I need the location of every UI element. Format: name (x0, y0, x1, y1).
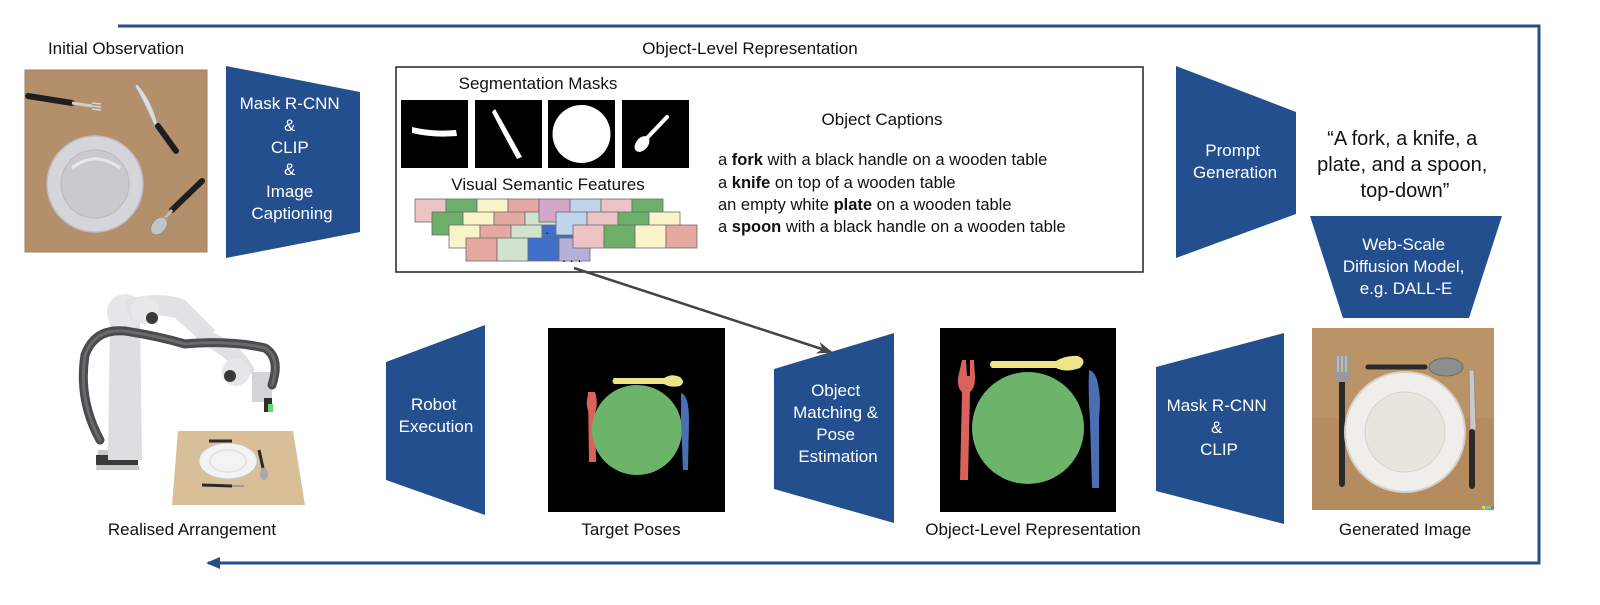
target-poses-image (548, 328, 725, 512)
caption-prefix: an empty white (718, 196, 834, 214)
diffusion-block-text: Web-Scale Diffusion Model, e.g. DALL-E (1343, 235, 1469, 298)
prompt-text-line: “A fork, a knife, a (1327, 128, 1478, 150)
matching-line: Estimation (798, 447, 877, 466)
object-captions-label: Object Captions (822, 110, 943, 129)
feature-cell (665, 224, 698, 249)
spoon-object (1365, 357, 1464, 377)
prompt-text-line: plate, and a spoon, (1317, 154, 1487, 176)
detection-line: Mask R-CNN (240, 94, 340, 113)
prompt-generation-block: Prompt Generation (1176, 66, 1296, 258)
prompt-text-line: top-down” (1361, 180, 1450, 202)
features-ellipsis-middle: . (545, 221, 549, 237)
caption-line: a knife on top of a wooden table (718, 174, 956, 192)
detection-bottom-line: & (1211, 418, 1223, 437)
robot-line: Execution (399, 417, 474, 436)
detection-block-text: Mask R-CNN & CLIP & Image Captioning (240, 94, 345, 223)
mask-fork (401, 100, 468, 168)
robot-line: Robot (411, 395, 457, 414)
feature-cell (527, 237, 560, 262)
diffusion-line: Diffusion Model, (1343, 257, 1465, 276)
caption-object: fork (732, 151, 764, 169)
detection-bottom-text: Mask R-CNN & CLIP (1167, 396, 1272, 459)
prompt-block-text: Prompt Generation (1193, 141, 1277, 182)
caption-suffix: with a black handle on a wooden table (781, 218, 1065, 236)
detection-line: Captioning (251, 204, 332, 223)
diffusion-model-block: Web-Scale Diffusion Model, e.g. DALL-E (1310, 216, 1502, 318)
caption-suffix: on top of a wooden table (770, 174, 955, 192)
caption-line: a fork with a black handle on a wooden t… (718, 151, 1047, 169)
plate-object (46, 135, 144, 233)
object-matching-block: Object Matching & Pose Estimation (774, 333, 894, 523)
caption-prefix: a (718, 218, 732, 236)
detection-captioning-block: Mask R-CNN & CLIP & Image Captioning (226, 66, 360, 258)
detection-line: Image (266, 182, 313, 201)
detection-line: CLIP (271, 138, 309, 157)
feature-cell (496, 237, 529, 262)
feature-cell (465, 237, 498, 262)
spoon-object (150, 178, 205, 236)
detection-block-bottom: Mask R-CNN & CLIP (1156, 333, 1284, 524)
initial-observation-image (24, 69, 208, 253)
fork-object (1335, 356, 1349, 487)
caption-object: plate (834, 196, 873, 214)
target-poses-label: Target Poses (581, 520, 680, 539)
matching-line: Object (811, 381, 860, 400)
feature-cell (634, 224, 667, 249)
caption-object: spoon (732, 218, 782, 236)
detection-bottom-line: CLIP (1200, 440, 1238, 459)
prompt-text: “A fork, a knife, a plate, and a spoon, … (1317, 128, 1493, 202)
plate-object (1344, 371, 1466, 493)
visual-semantic-features-label: Visual Semantic Features (451, 175, 644, 194)
generated-image-label: Generated Image (1339, 520, 1471, 539)
diffusion-line: e.g. DALL-E (1360, 279, 1453, 298)
caption-prefix: a (718, 174, 732, 192)
segmentation-masks-label: Segmentation Masks (459, 74, 618, 93)
visual-feature-grids (414, 198, 698, 262)
robot-block-text: Robot Execution (399, 395, 474, 436)
object-level-title-top: Object-Level Representation (642, 39, 857, 58)
initial-observation-label: Initial Observation (48, 39, 184, 58)
detection-bottom-line: Mask R-CNN (1167, 396, 1267, 415)
matching-line: Pose (816, 425, 855, 444)
mask-spoon (622, 100, 689, 168)
knife-object (1468, 369, 1477, 489)
object-level-label-bottom: Object-Level Representation (925, 520, 1140, 539)
matching-block-text: Object Matching & Pose Estimation (793, 381, 883, 466)
diffusion-line: Web-Scale (1362, 235, 1445, 254)
object-level-representation-image (940, 328, 1116, 512)
feature-cell (572, 224, 605, 249)
caption-object: knife (732, 174, 771, 192)
caption-suffix: on a wooden table (872, 196, 1011, 214)
mask-plate (548, 100, 615, 168)
features-ellipsis-bottom: . . . (562, 249, 581, 265)
mask-knife (475, 100, 542, 168)
generated-image (1312, 328, 1494, 510)
realised-arrangement-label: Realised Arrangement (108, 520, 276, 539)
matching-line: Matching & (793, 403, 879, 422)
caption-line: a spoon with a black handle on a wooden … (718, 218, 1066, 236)
realised-arrangement-image (78, 294, 305, 505)
knife-object (134, 83, 179, 154)
loop-arrow (118, 24, 1541, 569)
robot-execution-block: Robot Execution (386, 325, 485, 515)
detection-line: & (284, 160, 296, 179)
fork-object (25, 93, 102, 111)
prompt-line: Generation (1193, 163, 1277, 182)
features-to-matching-arrow (573, 266, 833, 354)
caption-prefix: a (718, 151, 732, 169)
detection-line: & (284, 116, 296, 135)
caption-suffix: with a black handle on a wooden table (763, 151, 1047, 169)
caption-line: an empty white plate on a wooden table (718, 196, 1012, 214)
prompt-line: Prompt (1205, 141, 1260, 160)
feature-cell (603, 224, 636, 249)
